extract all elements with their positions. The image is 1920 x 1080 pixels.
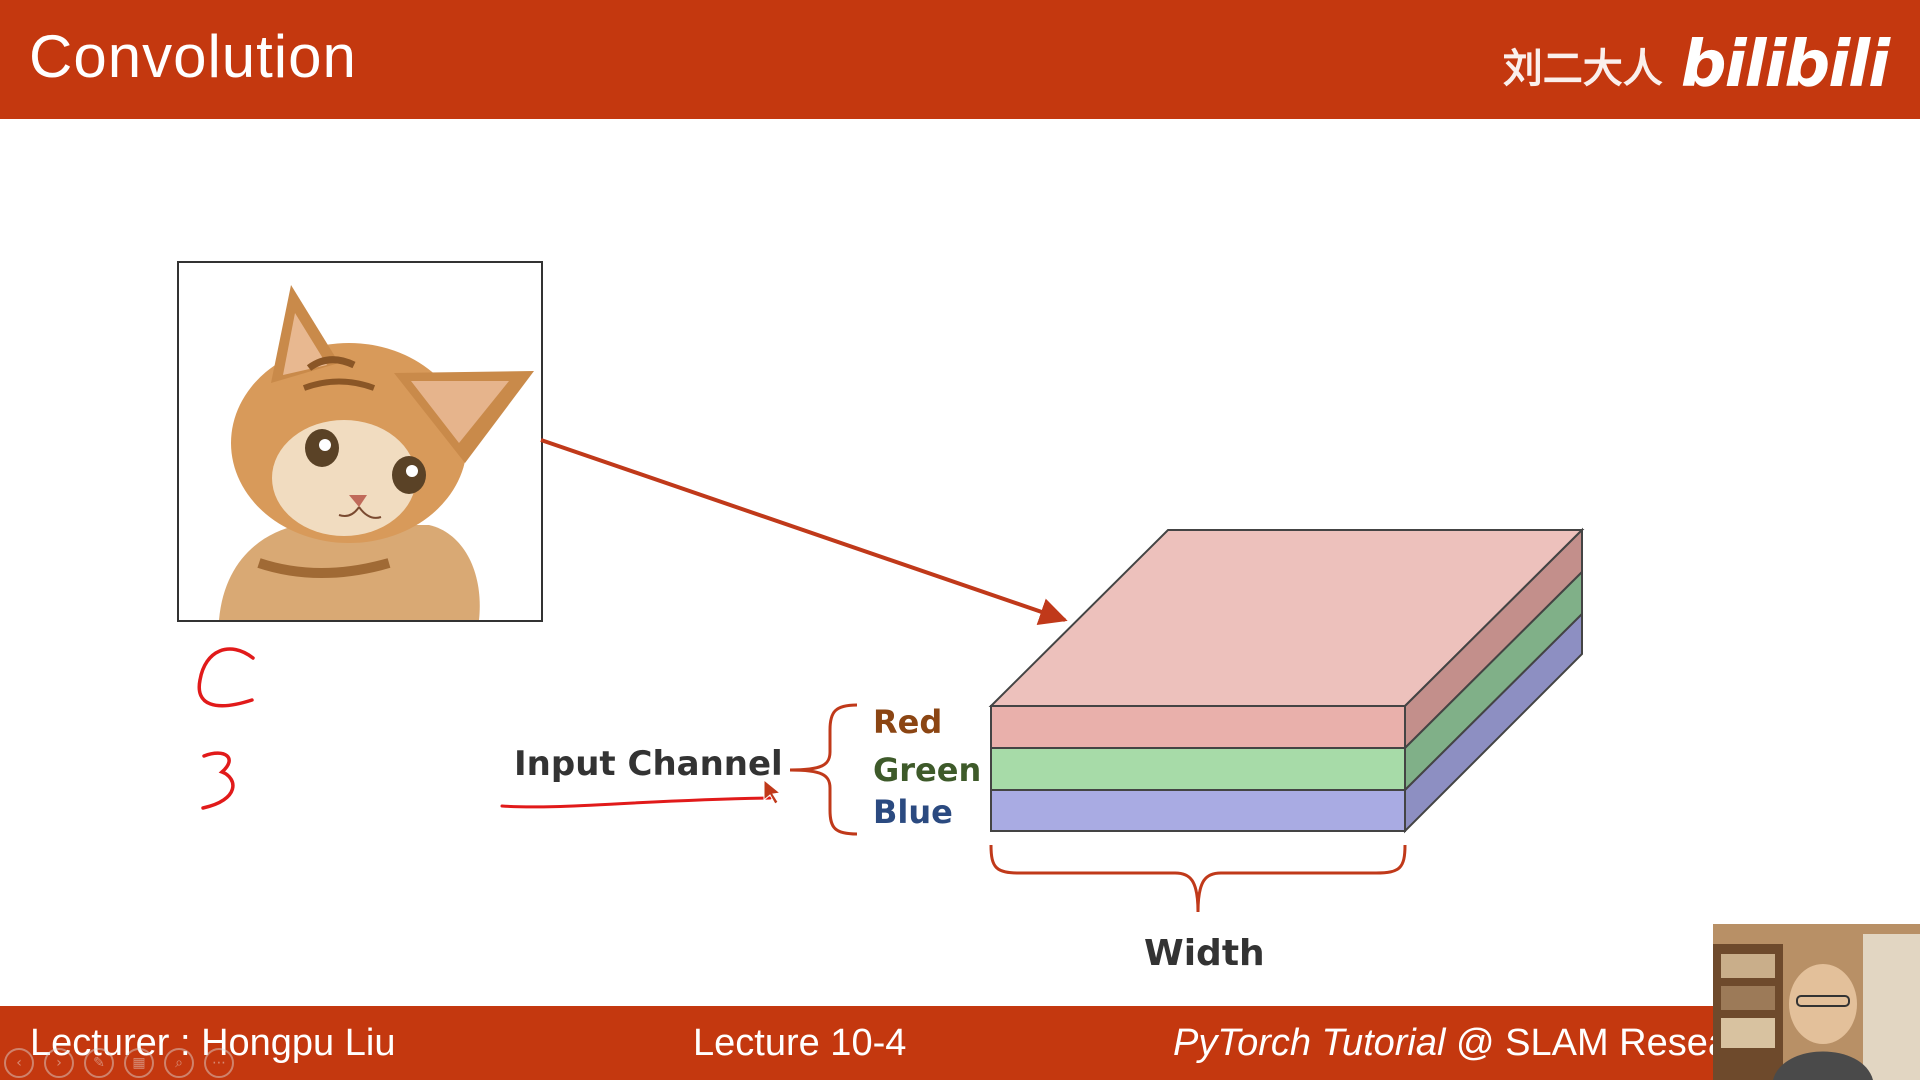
course-text: PyTorch Tutorial @ SLAM Resea	[1173, 1022, 1729, 1065]
channel-brace	[789, 703, 858, 836]
pen-icon[interactable]: ✎	[84, 1048, 114, 1078]
input-channel-label: Input Channel	[514, 744, 783, 784]
webcam-scene	[1713, 924, 1920, 1080]
more-icon[interactable]: ⋯	[204, 1048, 234, 1078]
lecture-number: Lecture 10-4	[693, 1022, 907, 1064]
course-name: PyTorch Tutorial	[1173, 1022, 1446, 1064]
handwriting-underline	[500, 796, 772, 809]
prev-icon[interactable]: ‹	[4, 1048, 34, 1078]
blue-front-face	[990, 789, 1406, 832]
cat-image	[177, 261, 543, 622]
webcam-video	[1713, 924, 1920, 1080]
course-affiliation: @ SLAM Resea	[1445, 1022, 1730, 1064]
slideshow-controls: ‹ › ✎ ▦ ⌕ ⋯	[4, 1048, 234, 1078]
red-front-face	[990, 705, 1406, 749]
handwriting-3	[201, 751, 235, 810]
mouse-cursor-icon	[763, 778, 782, 805]
channel-green-label: Green	[873, 751, 982, 789]
width-brace	[989, 844, 1407, 913]
slides-icon[interactable]: ▦	[124, 1048, 154, 1078]
green-front-face	[990, 747, 1406, 791]
zoom-icon[interactable]: ⌕	[164, 1048, 194, 1078]
next-icon[interactable]: ›	[44, 1048, 74, 1078]
arrow-connector	[540, 438, 1068, 626]
tensor-block	[988, 527, 1585, 834]
channel-red-label: Red	[873, 703, 943, 741]
width-label: Width	[1144, 933, 1265, 974]
handwriting-c	[197, 647, 255, 708]
cat-illustration	[219, 285, 534, 620]
slide-header: Convolution 刘二大人 bilibili	[0, 0, 1920, 119]
brand: 刘二大人 bilibili	[1502, 28, 1890, 102]
channel-blue-label: Blue	[873, 793, 953, 831]
slide-title: Convolution	[29, 23, 357, 90]
bilibili-logo: bilibili	[1680, 28, 1890, 102]
slide-footer: Lecturer : Hongpu Liu Lecture 10-4 PyTor…	[0, 1006, 1920, 1080]
brand-author: 刘二大人	[1502, 46, 1663, 92]
